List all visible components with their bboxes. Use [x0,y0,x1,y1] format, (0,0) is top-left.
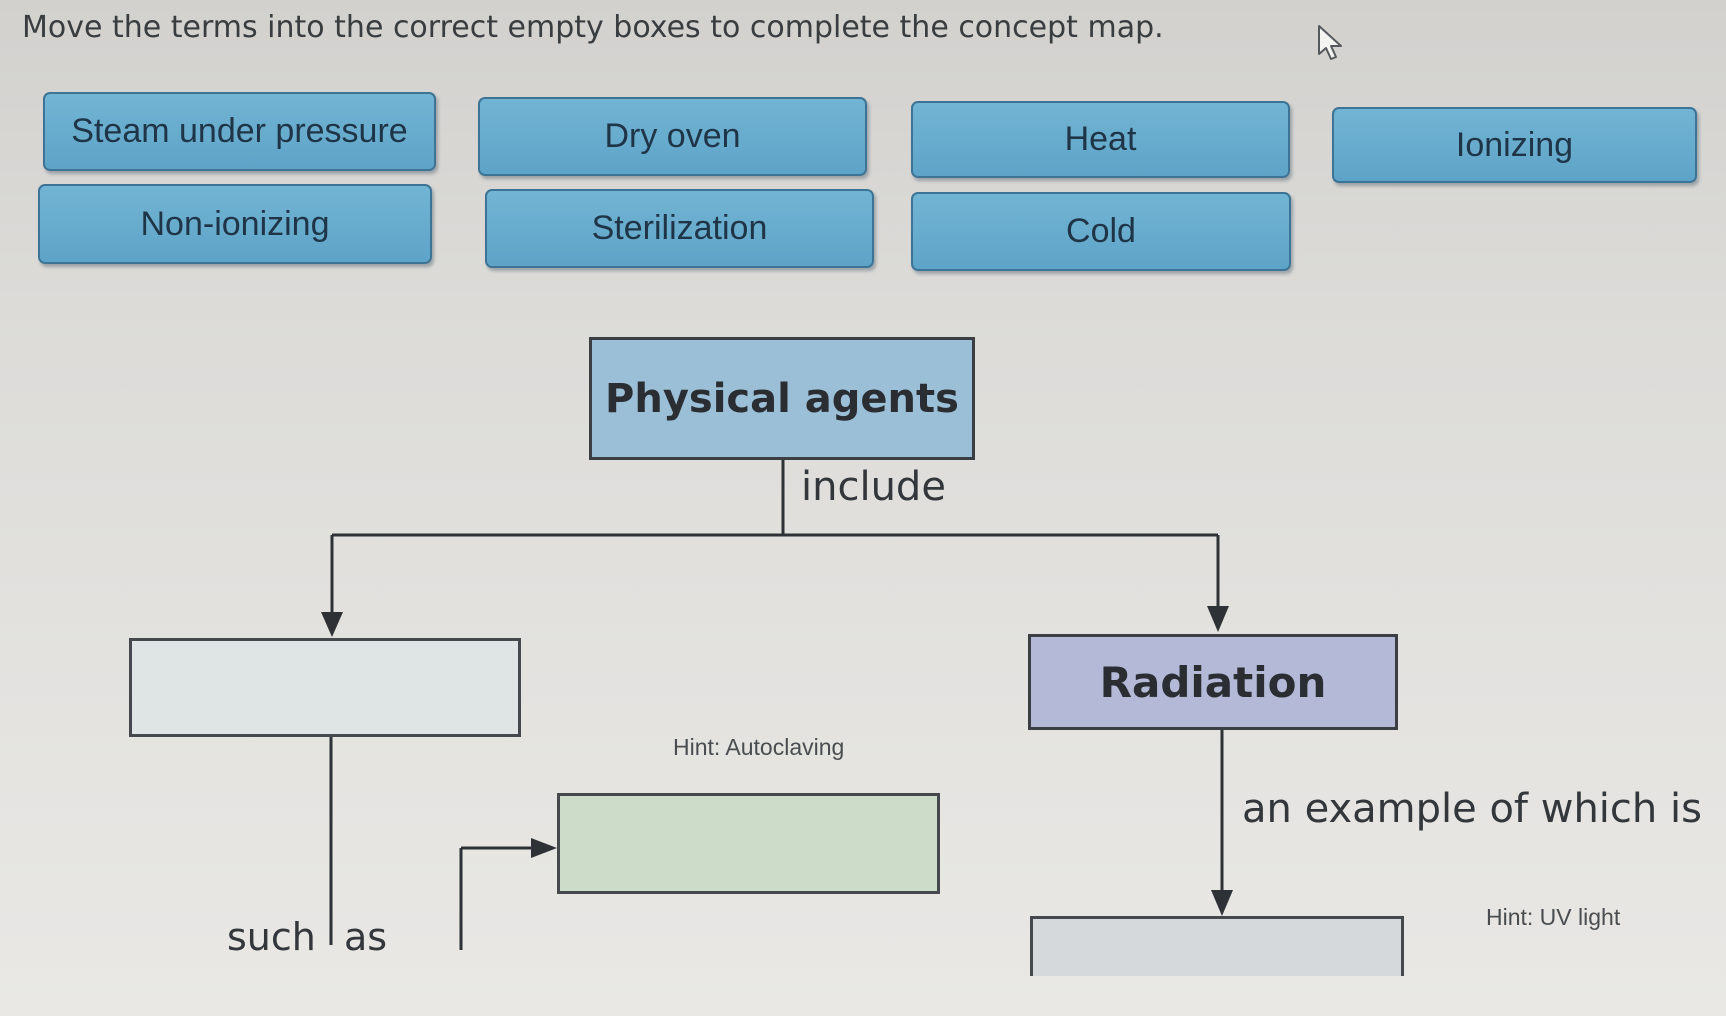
radiation-label: Radiation [1099,657,1327,707]
term-sterilization[interactable]: Sterilization [485,189,874,268]
link-label-as: as [344,915,388,959]
arrow-cursor-icon [1318,25,1342,60]
term-steam-under-pressure[interactable]: Steam under pressure [43,92,436,171]
term-heat[interactable]: Heat [911,101,1290,178]
arrow-to-left-box-icon [321,612,343,637]
radiation-box: Radiation [1028,634,1398,730]
link-label-include: include [801,464,946,510]
term-dry-oven[interactable]: Dry oven [478,97,867,176]
drop-target-left[interactable] [129,638,521,737]
arrow-to-radiation-icon [1207,606,1229,632]
link-label-such: such [227,915,316,959]
link-label-example: an example of which is [1242,786,1702,832]
arrow-to-bottom-box-icon [1211,890,1233,916]
hint-autoclaving: Hint: Autoclaving [673,734,845,760]
instructions-text: Move the terms into the correct empty bo… [22,10,1164,45]
drop-target-middle[interactable] [557,793,940,894]
drop-target-bottom[interactable] [1030,916,1404,976]
term-ionizing[interactable]: Ionizing [1332,107,1697,183]
term-non-ionizing[interactable]: Non-ionizing [38,184,432,264]
hint-uv-light: Hint: UV light [1486,904,1621,930]
physical-agents-label: Physical agents [605,375,959,422]
arrow-to-middle-box-icon [531,838,557,858]
term-cold[interactable]: Cold [911,192,1291,271]
physical-agents-box: Physical agents [589,337,975,460]
